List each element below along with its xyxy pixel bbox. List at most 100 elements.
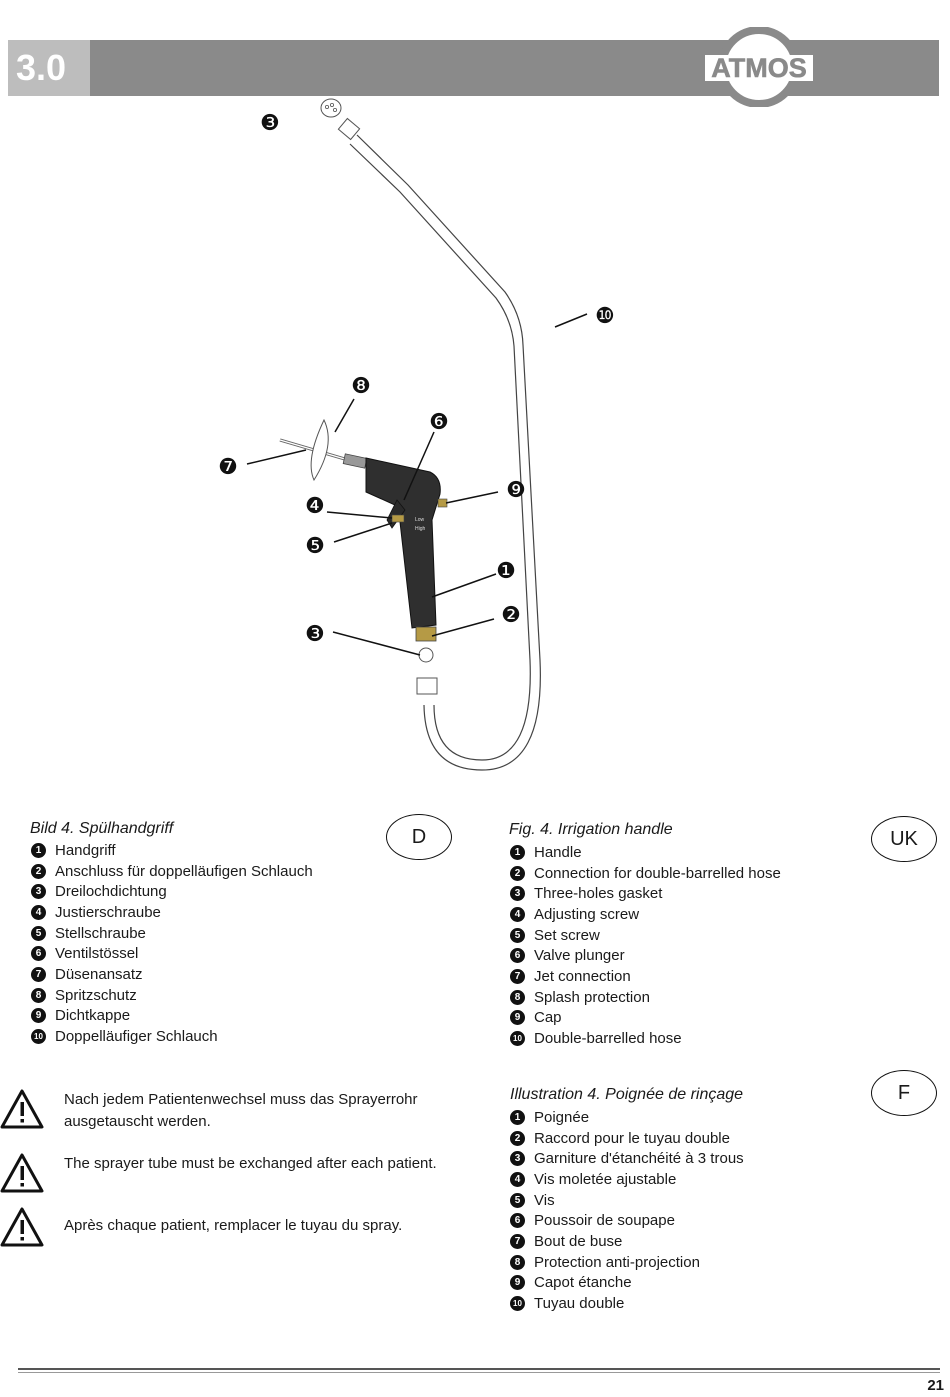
language-badge-d: D: [386, 814, 452, 860]
hose-inner: [349, 143, 531, 761]
callout-5: ❺: [305, 534, 325, 559]
number-badge: 5: [31, 925, 46, 941]
number-badge: 10: [510, 1296, 525, 1312]
number-badge: 2: [31, 863, 46, 879]
number-badge: 10: [31, 1029, 46, 1045]
french-caption-title: Illustration 4. Poignée de rinçage: [510, 1086, 744, 1103]
footer-rule: [18, 1368, 940, 1370]
warning-english: The sprayer tube must be exchanged after…: [0, 1153, 460, 1203]
trigger: [386, 499, 406, 529]
number-badge: 3: [31, 884, 46, 900]
number-badge: 7: [510, 968, 525, 984]
number-badge: 4: [31, 904, 46, 920]
callout-9: ❾: [506, 478, 526, 503]
warning-german: Nach jedem Patientenwechsel muss das Spr…: [0, 1089, 460, 1139]
warning-triangle-icon: [0, 1207, 44, 1247]
number-badge: 9: [31, 1008, 46, 1024]
number-badge: 4: [510, 1171, 525, 1187]
number-badge: 2: [510, 1130, 525, 1146]
number-badge: 6: [31, 946, 46, 962]
english-caption-title: Fig. 4. Irrigation handle: [509, 821, 673, 838]
callout-6: ❻: [429, 410, 449, 435]
number-badge: 1: [31, 842, 46, 858]
trigger-low-label: Low: [415, 517, 425, 523]
warning-french: Après chaque patient, remplacer le tuyau…: [0, 1207, 460, 1251]
gun-body: [365, 457, 441, 629]
irrigation-handle-diagram: Low High ❸ ❿ ❽ ❻ ❼ ❾ ❹ ❺ ❶ ❷ ❸: [218, 98, 615, 771]
trigger-high-label: High: [415, 526, 426, 532]
number-badge: 5: [510, 927, 525, 943]
gasket-bottom: [418, 647, 434, 663]
hose-connector: [415, 626, 437, 642]
number-badge: 1: [510, 1109, 525, 1125]
number-badge: 8: [510, 989, 525, 1005]
number-badge: 8: [31, 987, 46, 1003]
callout-4: ❹: [305, 494, 325, 519]
number-badge: 3: [510, 886, 525, 902]
language-badge-f: F: [871, 1070, 937, 1116]
number-badge: 7: [31, 966, 46, 982]
section-number: 3.0: [8, 40, 90, 96]
connector-bottom: [416, 677, 438, 695]
warning-text: Nach jedem Patientenwechsel muss das Spr…: [64, 1091, 418, 1130]
callout-7: ❼: [218, 455, 238, 480]
splash-guard: [310, 418, 329, 482]
number-badge: 6: [510, 1213, 525, 1229]
number-badge: 2: [510, 865, 525, 881]
number-badge: 6: [510, 948, 525, 964]
warning-text: Après chaque patient, remplacer le tuyau…: [64, 1217, 403, 1234]
footer-rule-thin: [18, 1372, 940, 1373]
number-badge: 7: [510, 1233, 525, 1249]
connector-top: [337, 117, 361, 141]
callout-1: ❶: [496, 559, 516, 584]
german-caption-title: Bild 4. Spülhandgriff: [30, 820, 174, 837]
gasket-top: [320, 98, 342, 118]
number-badge: 3: [510, 1151, 525, 1167]
hose: [356, 134, 541, 771]
atmos-logo: ATMOS: [705, 27, 813, 107]
number-badge: 4: [510, 906, 525, 922]
brand-name: ATMOS: [711, 53, 807, 83]
language-badge-uk: UK: [871, 816, 937, 862]
page-number: 21: [927, 1377, 944, 1394]
callout-3: ❸: [305, 622, 325, 647]
number-badge: 1: [510, 844, 525, 860]
warning-triangle-icon: [0, 1089, 44, 1129]
number-badge: 9: [510, 1275, 525, 1291]
number-badge: 5: [510, 1192, 525, 1208]
callout-3-top: ❸: [260, 111, 280, 136]
number-badge: 10: [510, 1031, 525, 1047]
callout-8: ❽: [351, 374, 371, 399]
warning-text: The sprayer tube must be exchanged after…: [64, 1155, 437, 1172]
